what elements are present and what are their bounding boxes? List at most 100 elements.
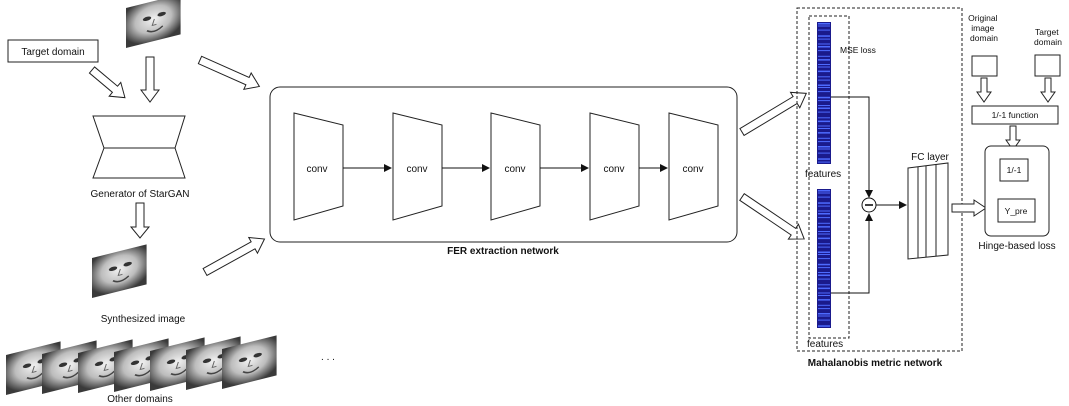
feature-stripe [818,141,830,143]
feature-stripe [818,146,830,148]
feature-stripe [818,263,830,266]
feature-stripe [818,76,830,78]
feature-stripe [818,79,830,81]
hinge-loss-label: Hinge-based loss [978,241,1055,252]
y-pre-label: Y_pre [1005,206,1028,216]
hollow-arrow-fc-to-loss [951,199,987,217]
target-domain-box [7,39,99,63]
hollow-arrow-generator-to-synth [129,202,151,239]
feature-stripe [818,137,830,139]
feature-stripe [818,55,830,57]
original-domain-line-2: image [971,23,994,33]
feature-stripe [818,246,830,248]
conv-label: conv [306,164,327,175]
conv-block-1 [293,112,344,221]
hollow-arrow-face-to-fer [197,55,261,91]
conv-label: conv [682,164,703,175]
fc-layer-label: FC layer [911,152,949,163]
feature-stripe [818,128,830,129]
target-domain-label: Target domain [21,47,84,58]
feature-stripe [818,267,830,269]
metric-features-frame [808,15,850,339]
feature-stripe [818,111,830,113]
feature-stripe [818,254,830,255]
target-domain-line-2: domain [1034,37,1062,47]
conv-block-4 [589,112,640,221]
feature-stripe [818,226,830,228]
feature-stripe [818,210,830,212]
generator-label: Generator of StarGAN [91,189,190,200]
feature-stripe [818,70,830,73]
feature-stripe [818,284,830,286]
feature-stripe [818,213,830,215]
feature-stripe [818,117,830,119]
feature-stripe [818,125,830,127]
y-pre-box [997,198,1036,223]
feature-stripe [818,87,830,88]
conv-label: conv [504,164,525,175]
feature-stripe [818,278,830,280]
feature-stripe [818,105,830,106]
feature-stripe [818,274,830,276]
feature-stripe [818,287,830,290]
feature-stripe [818,158,830,160]
stargan-generator [92,115,186,179]
feature-stripe [818,29,830,31]
feature-stripe [818,196,830,198]
feature-stripe [818,100,830,102]
hollow-arrow-original-to-function [976,77,992,103]
features-bottom-label: features [807,339,843,350]
feature-stripe [818,258,830,260]
feature-stripe [818,233,830,235]
feature-stripe [818,231,830,232]
feature-stripe [818,304,830,306]
other-domains-label: Other domains [107,394,173,405]
conv-block-3 [490,112,541,221]
feature-stripe [818,299,830,301]
synthesized-label: Synthesized image [101,314,186,325]
feature-stripe [818,43,830,45]
feature-vector-bottom [817,189,831,328]
top-feature-connector [831,96,873,198]
feature-stripe [818,292,830,294]
feature-stripe [818,202,830,204]
feature-stripe [818,243,830,245]
hollow-arrow-fer-to-top-features [739,91,808,137]
mse-loss-label: MSE loss [840,45,876,55]
feature-stripe [818,313,830,315]
feature-stripe [818,152,830,154]
feature-stripe [818,325,830,327]
ellipsis-label: . . . [321,352,335,363]
hollow-arrow-face-to-generator [140,56,160,103]
feature-stripe [818,237,830,240]
feature-stripe [818,251,830,253]
feature-stripe [818,205,830,207]
feature-stripe [818,50,830,52]
feature-stripe [818,217,830,219]
feature-stripe [818,35,830,37]
bottom-feature-connector [831,213,873,294]
feature-stripe [818,84,830,86]
feature-stripe [818,308,830,310]
hollow-arrow-fer-to-bottom-features [739,192,805,240]
original-domain-line-1: Original [968,13,997,23]
conv-label: conv [603,164,624,175]
feature-stripe [818,23,830,25]
feature-stripe [818,25,830,27]
original-domain-box [971,55,998,77]
one-minus-one-function-label: 1/-1 function [992,110,1039,120]
feature-stripe [818,161,830,163]
feature-stripe [818,222,830,224]
hollow-arrow-target-to-generator [88,66,126,99]
feature-stripe [818,38,830,40]
fer-network-title: FER extraction network [447,246,559,257]
feature-stripe [818,66,830,68]
feature-vector-top [817,22,831,164]
metric-network-title: Mahalanobis metric network [808,358,943,369]
original-domain-label: Original image domain [968,13,1000,43]
conv-block-5 [668,112,719,221]
feature-stripe [818,315,830,317]
target-domain-small-box [1034,54,1061,77]
feature-stripe [818,91,830,93]
